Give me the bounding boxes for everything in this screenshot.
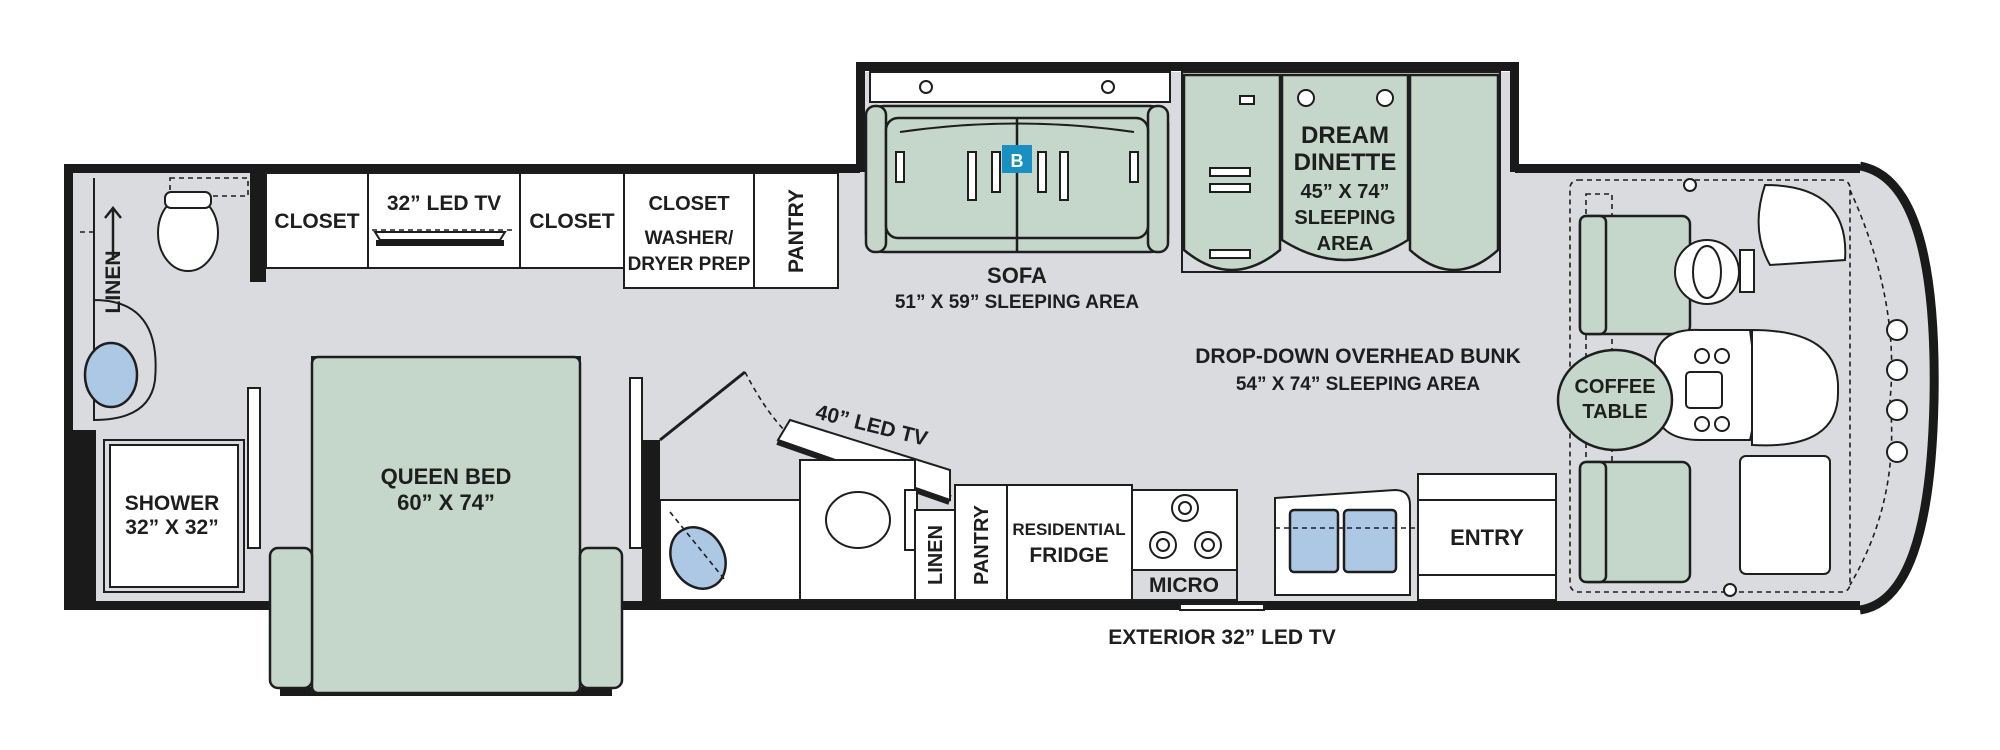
tv-icon — [373, 231, 507, 241]
washer-line2-label: DRYER PREP — [628, 254, 751, 275]
bath-toilet-icon — [825, 491, 891, 549]
washer-line1-label: WASHER/ — [645, 228, 734, 249]
linen-bath-label: LINEN — [925, 525, 947, 585]
fridge-line1-label: RESIDENTIAL — [1012, 520, 1125, 539]
queen-bed-size-label: 60” X 74” — [397, 490, 495, 515]
rear-sink-icon — [83, 341, 139, 409]
dinette-line1-label: DREAM — [1301, 122, 1389, 149]
bath-sink-icon — [669, 526, 727, 590]
entry-label: ENTRY — [1450, 525, 1524, 550]
bunk-line2-label: 54” X 74” SLEEPING AREA — [1236, 374, 1481, 395]
arrow-up-icon — [104, 205, 122, 260]
coffee-line1-label: COFFEE — [1574, 376, 1655, 398]
dinette-line4-label: SLEEPING — [1294, 207, 1395, 229]
queen-bed-label: QUEEN BED — [381, 464, 512, 489]
headlight-icon — [1886, 399, 1908, 421]
dinette-line2-label: DINETTE — [1294, 149, 1397, 176]
badge-b-label: B — [1011, 151, 1024, 171]
dream-dinette: DREAM DINETTE 45” X 74” SLEEPING AREA — [1181, 71, 1501, 273]
exterior-tv-label: EXTERIOR 32” LED TV — [1108, 626, 1336, 649]
headlight-icon — [1886, 359, 1908, 381]
headlight-icon — [1886, 441, 1908, 463]
closet-left-label: CLOSET — [274, 210, 359, 233]
kitchen-sink-left-icon — [1288, 508, 1340, 574]
sofa-label: SOFA — [987, 263, 1047, 288]
linen-left-label: LINEN — [102, 251, 125, 314]
closet-mid-label: CLOSET — [529, 210, 614, 233]
shower: SHOWER 32” X 32” — [103, 439, 245, 593]
bunk-line1-label: DROP-DOWN OVERHEAD BUNK — [1195, 345, 1521, 368]
cockpit: COFFEE TABLE — [1556, 178, 1908, 597]
shower-label: SHOWER — [125, 492, 220, 515]
kitchen: PANTRY RESIDENTIAL FRIDGE MICRO ENTRY EX… — [954, 473, 1557, 649]
coffee-table — [1556, 348, 1674, 452]
top-cabinets: CLOSET 32” LED TV CLOSET CLOSET WASHER/ … — [265, 172, 839, 289]
sofa-sleeping-label: 51” X 59” SLEEPING AREA — [895, 292, 1140, 313]
rear-bath — [80, 177, 249, 422]
coffee-line2-label: TABLE — [1582, 401, 1647, 423]
headlight-icon — [1886, 319, 1908, 341]
pantry-top-label: PANTRY — [785, 189, 808, 273]
led-tv-32-label: 32” LED TV — [387, 192, 501, 215]
shower-size-label: 32” X 32” — [125, 516, 218, 539]
dinette-line5-label: AREA — [1317, 233, 1374, 255]
badge-b — [1002, 145, 1032, 173]
micro-label: MICRO — [1149, 574, 1219, 597]
mid-bath: 40” LED TV LINEN — [642, 370, 956, 610]
bedroom: QUEEN BED 60” X 74” — [247, 355, 643, 695]
kitchen-sink-right-icon — [1342, 508, 1398, 574]
fridge-line2-label: FRIDGE — [1029, 544, 1108, 567]
dinette-line3-label: 45” X 74” — [1301, 181, 1390, 203]
sofa: B SOFA 51” X 59” SLEEPING AREA — [864, 71, 1171, 313]
closet-washer-label: CLOSET — [648, 193, 729, 215]
pantry-kitchen-label: PANTRY — [971, 504, 993, 585]
